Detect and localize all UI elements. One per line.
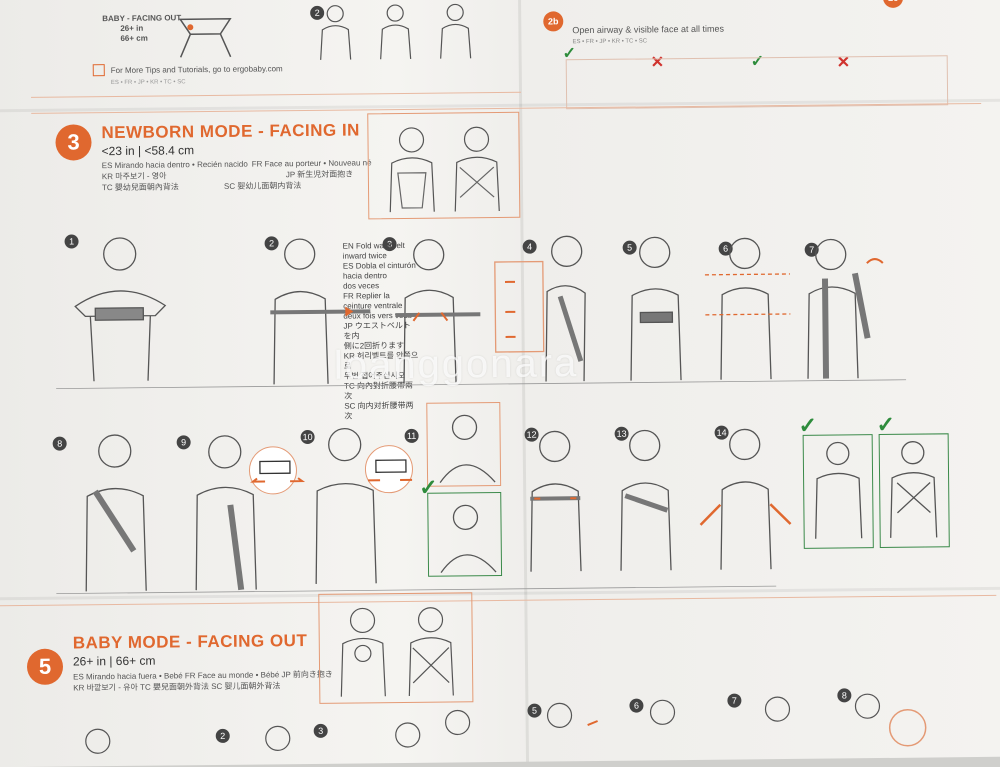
row-1-figures xyxy=(56,235,907,390)
section-3-range: <23 in | <58.4 cm xyxy=(101,143,195,159)
section-3-lang-sc: SC 婴幼儿面朝内背法 xyxy=(223,181,302,191)
section-3-lang-tc: TC 嬰幼兒面朝內背法 xyxy=(101,182,179,193)
row-2-figures xyxy=(56,414,938,595)
section-3-lang-fr: FR Face au porteur • Nouveau né xyxy=(251,158,372,169)
section-3-title: NEWBORN MODE - FACING IN xyxy=(101,120,361,143)
row-3-figures xyxy=(85,693,927,754)
section-5-lang-line-2: KR 바깥보기 - 유아 TC 嬰兒面朝外背法 SC 婴儿面朝外背法 xyxy=(73,681,281,693)
airway-panel xyxy=(565,55,949,110)
step-2c-badge: 2c xyxy=(882,0,904,8)
step-2b-badge: 2b xyxy=(543,11,564,32)
section-5-badge: 5 xyxy=(26,648,64,685)
baby-range-in: 26+ in xyxy=(120,23,144,33)
watermark-text: loanggonara xyxy=(333,341,579,388)
airway-text: Open airway & visible face at all times xyxy=(572,23,724,36)
play-icon xyxy=(92,64,105,77)
section-3-lang-es: ES Mirando hacia dentro • Recién nacido xyxy=(101,159,248,171)
section-3-lang-jp: JP 新生児対面抱き xyxy=(285,169,354,180)
front-back-figure-icon xyxy=(340,607,454,697)
section-3-lang-kr: KR 마주보기 - 영아 xyxy=(101,171,167,182)
section-5-title: BABY MODE - FACING OUT xyxy=(72,631,308,653)
step-number: 2 xyxy=(310,5,325,20)
tips-lang-line: ES • FR • JP • KR • TC • SC xyxy=(110,79,186,87)
section-3-badge: 3 xyxy=(55,124,92,161)
top-figures-icon xyxy=(320,3,472,60)
airway-lang-text: ES • FR • JP • KR • TC • SC xyxy=(572,38,648,46)
baby-range-cm: 66+ cm xyxy=(120,33,148,43)
section-5-lang-line-1: ES Mirando hacia fuera • Bebé FR Face au… xyxy=(73,669,333,682)
carrier-diagram-icon xyxy=(178,18,232,58)
section-5-range: 26+ in | 66+ cm xyxy=(72,653,156,669)
tips-line: For More Tips and Tutorials, go to ergob… xyxy=(110,64,283,76)
front-back-figure-icon xyxy=(389,126,500,213)
